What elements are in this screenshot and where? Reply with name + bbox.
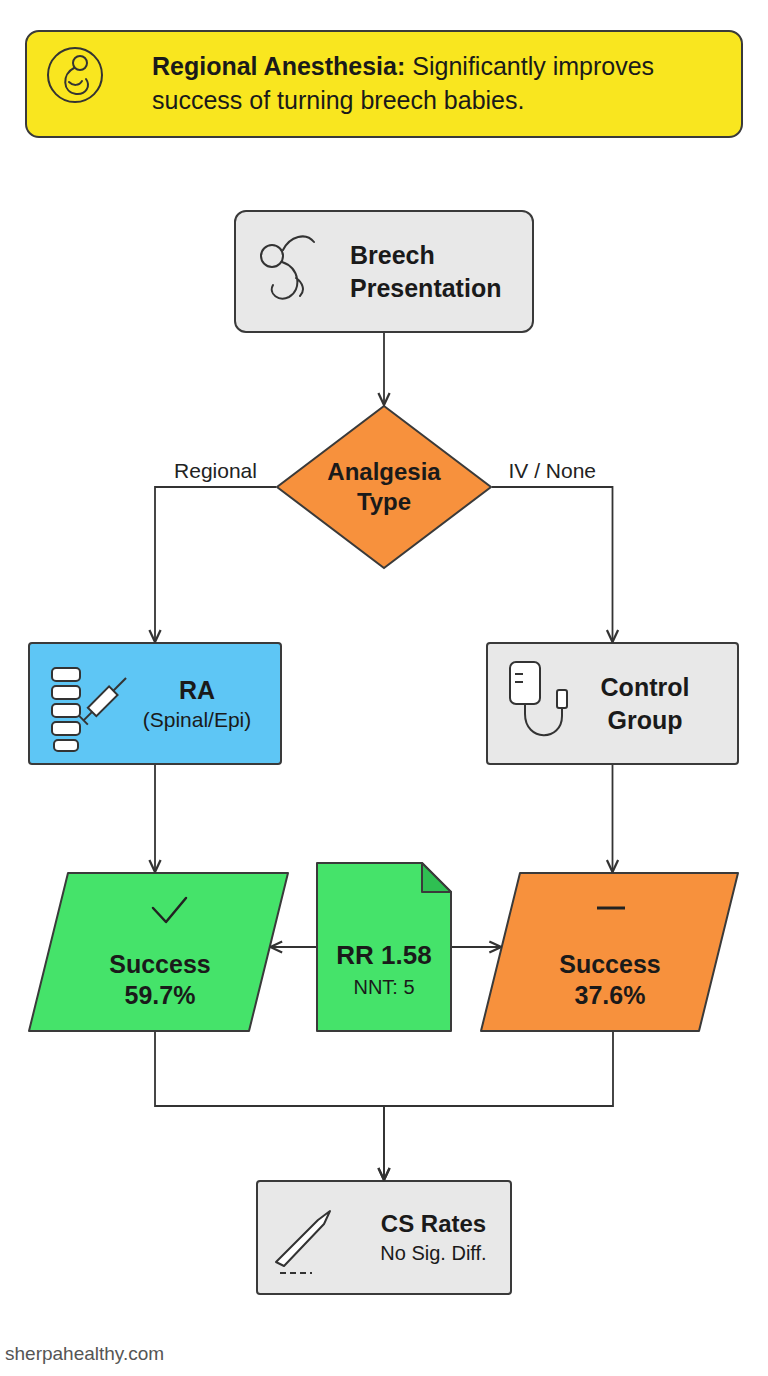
result-parallelogram: Success 37.6% bbox=[480, 872, 739, 1032]
document-fold bbox=[422, 863, 451, 892]
text-block: CS RatesNo Sig. Diff. bbox=[363, 1208, 504, 1267]
decision-diamond-outline bbox=[276, 405, 492, 569]
result-parallelogram: Success 59.7% bbox=[28, 872, 289, 1032]
title-banner: Regional Anesthesia:Significantly improv… bbox=[25, 30, 743, 138]
node-heading: CS Rates bbox=[363, 1208, 504, 1240]
watermark: sherpahealthy.com bbox=[5, 1343, 164, 1365]
diamond-shape bbox=[277, 406, 491, 568]
text-block: RA(Spinal/Epi) bbox=[130, 674, 264, 734]
connector-arrow bbox=[154, 765, 156, 872]
connector-arrow bbox=[452, 946, 501, 948]
parallelogram-shape bbox=[481, 873, 738, 1031]
connector-arrow bbox=[270, 946, 316, 948]
text-block: RR 1.58NNT: 5 bbox=[320, 938, 448, 1000]
text-block: Success 59.7% bbox=[100, 949, 220, 1012]
statistic-document: RR 1.58NNT: 5 bbox=[316, 862, 452, 1032]
node-heading: Success 37.6% bbox=[550, 949, 670, 1012]
document-shape bbox=[317, 863, 451, 1031]
connector-arrow bbox=[492, 487, 613, 642]
node-heading: Breech Presentation bbox=[350, 239, 522, 304]
text-block: Regional Anesthesia:Significantly improv… bbox=[152, 50, 701, 118]
parallelogram-shape bbox=[29, 873, 288, 1031]
connector-arrow bbox=[384, 1032, 613, 1180]
text-block: Analgesia Type bbox=[319, 457, 449, 517]
process-box: Control Group bbox=[486, 642, 739, 765]
node-heading: RA bbox=[130, 674, 264, 707]
connector-arrow bbox=[612, 765, 614, 872]
start-box: Breech Presentation bbox=[234, 210, 534, 333]
outcome-box: CS RatesNo Sig. Diff. bbox=[256, 1180, 512, 1295]
connector-arrow bbox=[383, 333, 385, 405]
node-text: NNT: 5 bbox=[320, 974, 448, 1001]
edge-label: Regional bbox=[174, 459, 257, 483]
node-text: No Sig. Diff. bbox=[363, 1240, 504, 1267]
decision-diamond: Analgesia Type bbox=[276, 405, 492, 569]
process-box: RA(Spinal/Epi) bbox=[28, 642, 282, 765]
text-block: Success 37.6% bbox=[550, 949, 670, 1012]
node-heading: Analgesia Type bbox=[319, 457, 449, 517]
connector-arrow bbox=[155, 1032, 384, 1180]
node-heading: Regional Anesthesia: bbox=[152, 52, 405, 80]
node-heading: RR 1.58 bbox=[320, 938, 448, 973]
edge-label: IV / None bbox=[508, 459, 596, 483]
text-block: Control Group bbox=[573, 671, 717, 736]
node-heading: Control Group bbox=[573, 671, 717, 736]
node-heading: Success 59.7% bbox=[100, 949, 220, 1012]
connector-arrow bbox=[155, 487, 276, 642]
node-text: (Spinal/Epi) bbox=[130, 706, 264, 733]
text-block: Breech Presentation bbox=[350, 239, 522, 304]
